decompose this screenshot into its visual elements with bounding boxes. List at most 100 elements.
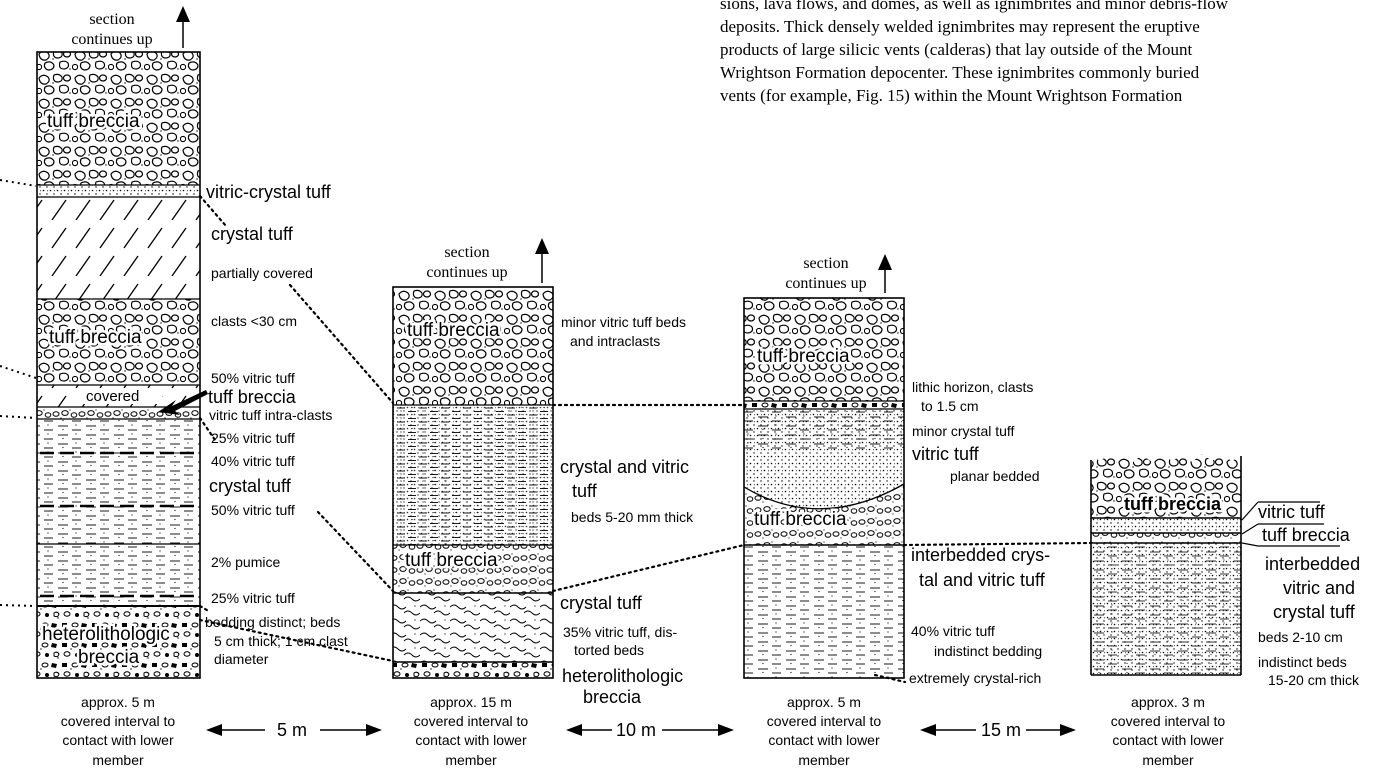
annotation: partially covered xyxy=(211,265,313,281)
arrow-left-icon xyxy=(566,724,582,736)
annotation: lithic horizon, clasts xyxy=(912,379,1033,395)
annotation: 40% vitric tuff xyxy=(911,623,995,639)
annotation: vitric tuff intra-clasts xyxy=(209,407,332,423)
annotation: to 1.5 cm xyxy=(921,398,979,414)
correlation-lines xyxy=(198,194,1093,684)
arrow-up-icon xyxy=(535,238,549,254)
annotation: crystal tuff xyxy=(211,224,294,244)
annotation: crystal tuff xyxy=(560,593,643,613)
arrow-right-icon xyxy=(1060,724,1076,736)
footer-text: approx. 5 m xyxy=(81,694,155,710)
annotation: tuff breccia xyxy=(208,387,297,407)
layer-label: tuff breccia xyxy=(407,320,500,341)
annotation: 5 cm thick; 1 cm clast xyxy=(214,633,348,649)
column-2: section continues up tuff breccia tuff b… xyxy=(392,238,694,768)
distance-label: 5 m xyxy=(277,720,307,740)
annotation: 15-20 cm thick xyxy=(1268,672,1360,688)
annotation: heterolithologic xyxy=(562,666,683,686)
distance-scale: 5 m 10 m 15 m xyxy=(206,720,1076,740)
paragraph-line: vents (for example, Fig. 15) within the … xyxy=(720,86,1183,105)
layer-label: tuff breccia xyxy=(49,327,142,348)
footer-text: member xyxy=(1142,752,1194,768)
annotation: bedding distinct; beds xyxy=(205,614,340,630)
layer-label: heterolithologic xyxy=(42,624,170,645)
distance-label: 15 m xyxy=(981,720,1021,740)
annotation: tuff xyxy=(572,481,598,501)
continues-up-label: section xyxy=(89,11,134,28)
footer-text: covered interval to xyxy=(1111,713,1226,729)
paragraph-line: sions, lava flows, and domes, as well as… xyxy=(720,0,1229,13)
annotation: crystal and vitric xyxy=(560,457,689,477)
layer-label: tuff breccia xyxy=(1124,494,1222,514)
continues-up-label: continues up xyxy=(71,31,152,48)
annotation: clasts <30 cm xyxy=(211,313,297,329)
annotation: interbedded crys- xyxy=(911,545,1050,565)
annotation: beds 2-10 cm xyxy=(1258,629,1343,645)
arrow-left-icon xyxy=(206,724,222,736)
annotation: 50% vitric tuff xyxy=(211,370,295,386)
annotation: breccia xyxy=(583,687,642,707)
footer-text: covered interval to xyxy=(767,713,882,729)
annotation: tuff breccia xyxy=(1262,525,1351,545)
footer-text: contact with lower xyxy=(415,732,527,748)
annotation: crystal tuff xyxy=(1273,602,1356,622)
footer-text: approx. 3 m xyxy=(1131,694,1205,710)
paragraph-line: deposits. Thick densely welded ignimbrit… xyxy=(720,17,1200,36)
arrow-left-icon xyxy=(920,724,936,736)
footer-text: approx. 5 m xyxy=(787,694,861,710)
footer-text: contact with lower xyxy=(1112,732,1224,748)
layer-label: tuff breccia xyxy=(47,111,140,132)
layer-label: tuff breccia xyxy=(757,346,850,367)
layer-label: tuff breccia xyxy=(754,509,847,530)
column-3: section continues up tuff breccia tuff b… xyxy=(743,254,1050,768)
column-1: section continues up tuff breccia tuff b… xyxy=(36,6,348,768)
layer-label: breccia xyxy=(78,647,140,668)
footer-text: approx. 15 m xyxy=(430,694,512,710)
annotation: minor crystal tuff xyxy=(912,423,1015,439)
footer-text: member xyxy=(445,752,497,768)
continues-up-label: section xyxy=(803,255,848,272)
annotation: diameter xyxy=(214,651,269,667)
arrow-right-icon xyxy=(718,724,734,736)
annotation: vitric and xyxy=(1283,578,1355,598)
annotation: 50% vitric tuff xyxy=(211,502,295,518)
paragraph-line: Wrightson Formation depocenter. These ig… xyxy=(720,63,1200,82)
text-paragraph: sions, lava flows, and domes, as well as… xyxy=(720,0,1380,107)
annotation: 25% vitric tuff xyxy=(211,430,295,446)
arrow-up-icon xyxy=(176,6,190,22)
annotation: tal and vitric tuff xyxy=(919,570,1046,590)
continues-up-label: continues up xyxy=(426,264,507,281)
paragraph-line: products of large silicic vents (caldera… xyxy=(720,40,1193,59)
layer-label: covered xyxy=(86,388,139,405)
arrow-left-icon xyxy=(158,390,208,415)
arrow-right-icon xyxy=(366,724,382,736)
continues-up-label: continues up xyxy=(785,275,866,292)
footer-text: member xyxy=(92,752,144,768)
arrow-up-icon xyxy=(878,254,892,270)
footer-text: covered interval to xyxy=(414,713,529,729)
annotation: 25% vitric tuff xyxy=(211,590,295,606)
column-4: tuff breccia vitric tuff tuff breccia in… xyxy=(1090,454,1360,768)
continues-up-label: section xyxy=(444,244,489,261)
annotation: crystal tuff xyxy=(209,476,292,496)
annotation: vitric tuff xyxy=(1258,502,1326,522)
annotation: torted beds xyxy=(574,642,644,658)
annotation: extremely crystal-rich xyxy=(909,670,1041,686)
annotation: and intraclasts xyxy=(570,333,660,349)
footer-text: contact with lower xyxy=(62,732,174,748)
annotation: vitric-crystal tuff xyxy=(206,182,332,202)
footer-text: covered interval to xyxy=(61,713,176,729)
annotation: interbedded xyxy=(1265,554,1360,574)
annotation: vitric tuff xyxy=(912,444,980,464)
annotation: 2% pumice xyxy=(211,554,280,570)
footer-text: member xyxy=(798,752,850,768)
footer-text: contact with lower xyxy=(768,732,880,748)
annotation: indistinct beds xyxy=(1258,654,1347,670)
annotation: 35% vitric tuff, dis- xyxy=(563,624,677,640)
annotation: indistinct bedding xyxy=(934,643,1042,659)
annotation: beds 5-20 mm thick xyxy=(571,509,694,525)
annotation: planar bedded xyxy=(950,468,1040,484)
distance-label: 10 m xyxy=(616,720,656,740)
annotation: 40% vitric tuff xyxy=(211,453,295,469)
